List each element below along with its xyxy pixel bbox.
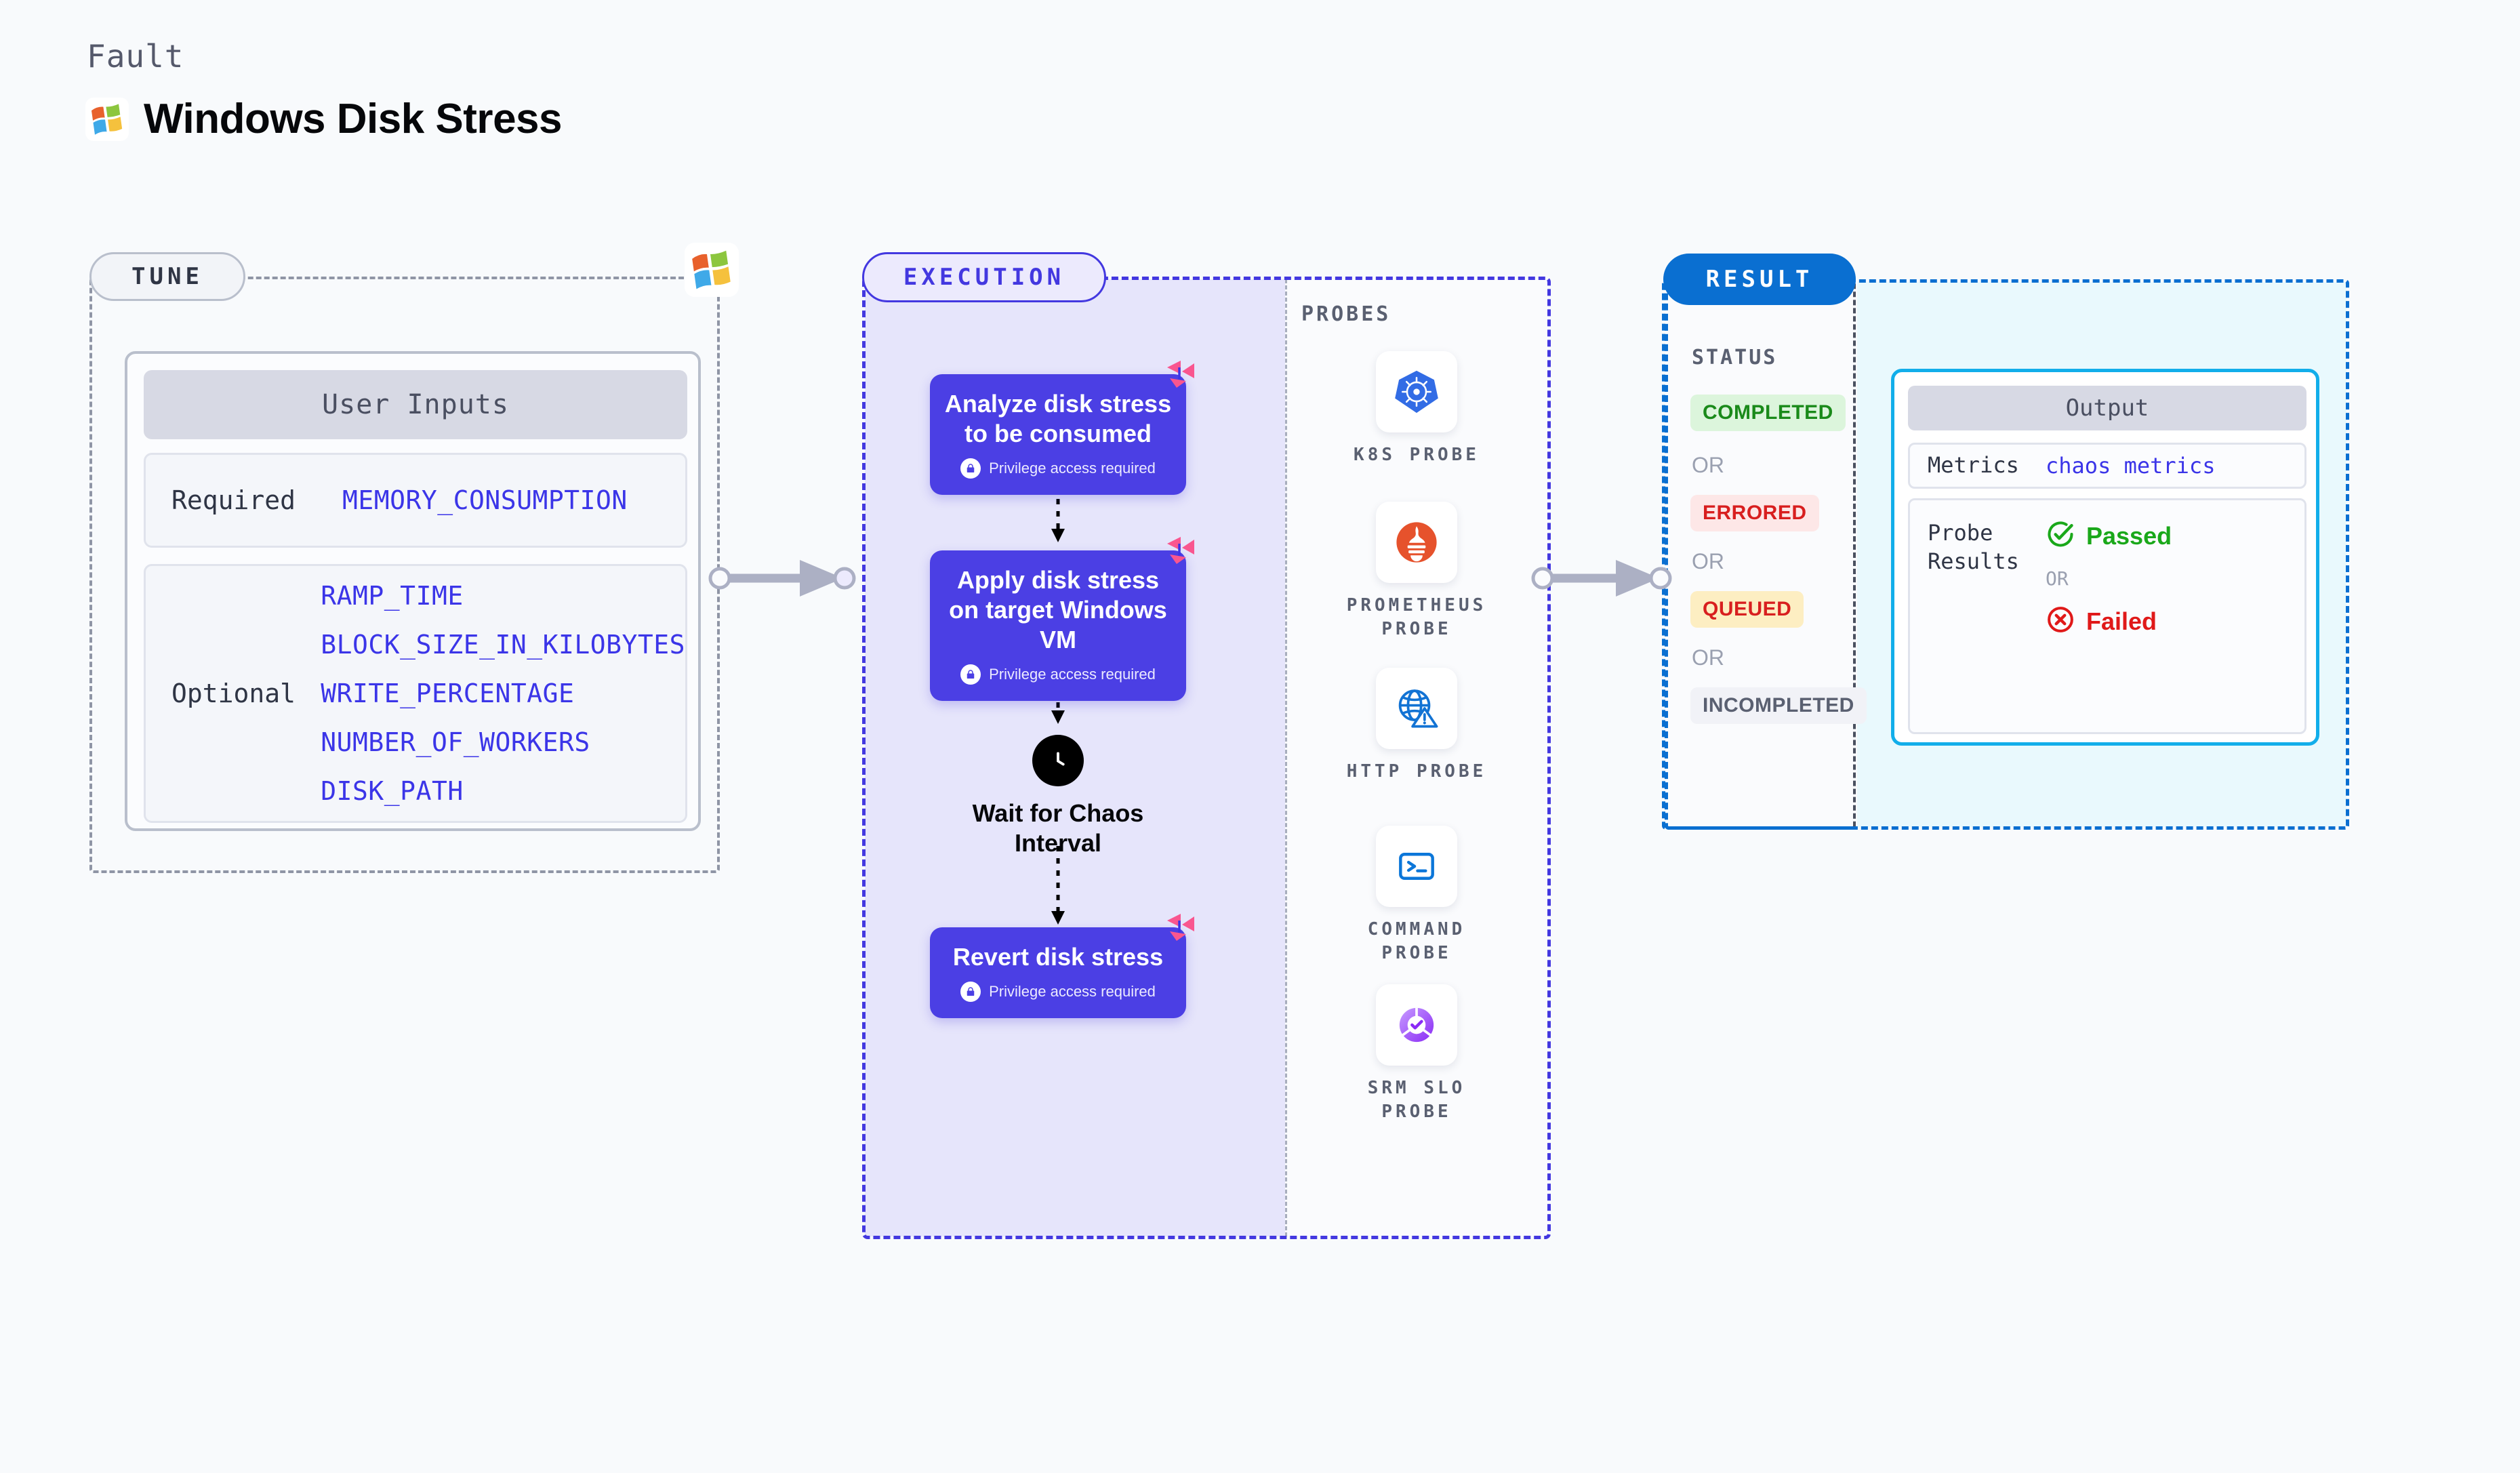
step-privilege-note: Privilege access required: [943, 664, 1173, 685]
required-values: MEMORY_CONSUMPTION: [342, 485, 628, 515]
lock-icon: [960, 981, 981, 1002]
probe-srm-slo[interactable]: SRM SLO PROBE: [1328, 984, 1505, 1124]
param-disk-path[interactable]: DISK_PATH: [321, 776, 464, 806]
user-inputs-title: User Inputs: [144, 370, 687, 439]
probe-command[interactable]: COMMAND PROBE: [1328, 826, 1505, 965]
probe-prometheus[interactable]: PROMETHEUS PROBE: [1328, 502, 1505, 641]
user-inputs-card: User Inputs Required MEMORY_CONSUMPTION …: [125, 351, 701, 831]
wait-label: Wait for Chaos Interval: [972, 799, 1144, 857]
status-or-1: OR: [1692, 453, 1724, 477]
http-globe-alert-icon: [1376, 668, 1457, 749]
status-badge-incompleted: INCOMPLETED: [1690, 687, 1867, 724]
clock-icon: [1032, 735, 1084, 786]
probe-label: K8S PROBE: [1354, 445, 1480, 465]
litmus-chaos-icon: [1163, 910, 1198, 948]
status-label: STATUS: [1692, 346, 1778, 369]
execution-section: [862, 277, 1551, 1239]
output-row-metrics: Metrics chaos metrics: [1908, 443, 2306, 489]
status-or-2: OR: [1692, 549, 1724, 573]
srm-slo-icon: [1376, 984, 1457, 1066]
probe-results-values: Passed OR Failed: [2046, 519, 2172, 638]
probes-label: PROBES: [1301, 302, 1391, 326]
result-section: [1662, 279, 2349, 830]
step-note-text: Privilege access required: [989, 665, 1156, 683]
metrics-key: Metrics: [1928, 452, 2019, 479]
page-kicker: Fault: [87, 38, 184, 75]
status-badge-queued: QUEUED: [1690, 591, 1804, 628]
step-privilege-note: Privilege access required: [943, 981, 1173, 1002]
probe-label: SRM SLO PROBE: [1367, 1078, 1466, 1123]
optional-label: Optional: [171, 679, 296, 708]
param-number-of-workers[interactable]: NUMBER_OF_WORKERS: [321, 727, 590, 757]
step-privilege-note: Privilege access required: [943, 458, 1173, 479]
lock-icon: [960, 664, 981, 685]
probe-k8s[interactable]: K8S PROBE: [1328, 351, 1505, 467]
execution-pill: EXECUTION: [862, 252, 1106, 302]
probe-results-key: Probe Results: [1928, 520, 2019, 574]
probe-http[interactable]: HTTP PROBE: [1328, 668, 1505, 784]
metrics-value[interactable]: chaos metrics: [2046, 453, 2216, 479]
x-circle-icon: [2046, 605, 2075, 638]
param-memory-consumption[interactable]: MEMORY_CONSUMPTION: [342, 485, 628, 515]
terminal-icon: [1376, 826, 1457, 907]
check-circle-icon: [2046, 519, 2075, 552]
param-ramp-time[interactable]: RAMP_TIME: [321, 581, 464, 611]
lock-icon: [960, 458, 981, 479]
prometheus-icon: [1376, 502, 1457, 583]
tune-pill: TUNE: [89, 252, 245, 301]
tune-windows-logo-icon: [685, 243, 739, 300]
probe-label: PROMETHEUS PROBE: [1346, 595, 1487, 640]
optional-values: RAMP_TIME BLOCK_SIZE_IN_KILOBYTES WRITE_…: [321, 581, 685, 806]
step-title: Analyze disk stress to be consumed: [944, 390, 1172, 447]
step-note-text: Privilege access required: [989, 982, 1156, 1000]
probe-result-or: OR: [2046, 567, 2069, 590]
required-params-group: Required MEMORY_CONSUMPTION: [144, 453, 687, 548]
failed-label: Failed: [2086, 607, 2157, 635]
probe-result-passed: Passed: [2046, 519, 2172, 552]
step-title: Apply disk stress on target Windows VM: [949, 566, 1167, 653]
param-write-percentage[interactable]: WRITE_PERCENTAGE: [321, 679, 575, 708]
probes-panel: [1285, 279, 1548, 1236]
probe-label: COMMAND PROBE: [1367, 919, 1466, 964]
connector-tune-to-execution: [708, 560, 856, 597]
arrow-step2-to-wait: [1051, 666, 1065, 724]
execution-step-analyze[interactable]: Analyze disk stress to be consumed Privi…: [930, 361, 1194, 495]
arrow-step1-to-step2: [1051, 487, 1065, 542]
required-label: Required: [171, 485, 296, 515]
page-title: Windows Disk Stress: [144, 96, 563, 142]
output-card: Output Metrics chaos metrics Probe Resul…: [1891, 369, 2319, 746]
page-title-row: Windows Disk Stress: [85, 95, 563, 143]
status-or-3: OR: [1692, 645, 1724, 670]
passed-label: Passed: [2086, 521, 2172, 550]
step-title: Revert disk stress: [952, 943, 1164, 971]
execution-step-apply[interactable]: Apply disk stress on target Windows VM P…: [930, 537, 1194, 701]
step-note-text: Privilege access required: [989, 459, 1156, 477]
probe-result-failed: Failed: [2046, 605, 2172, 638]
windows-logo-icon: [85, 97, 129, 141]
output-row-probe-results: Probe Results Passed OR: [1908, 498, 2306, 734]
status-badge-completed: COMPLETED: [1690, 395, 1846, 431]
optional-params-group: Optional RAMP_TIME BLOCK_SIZE_IN_KILOBYT…: [144, 564, 687, 823]
litmus-chaos-icon: [1163, 357, 1198, 395]
param-block-size-in-kilobytes[interactable]: BLOCK_SIZE_IN_KILOBYTES: [321, 630, 685, 660]
connector-execution-to-result: [1531, 560, 1672, 597]
wait-for-chaos-interval: Wait for Chaos Interval: [930, 735, 1186, 858]
result-pill: RESULT: [1663, 254, 1856, 305]
kubernetes-icon: [1376, 351, 1457, 432]
litmus-chaos-icon: [1163, 533, 1198, 571]
arrow-wait-to-revert: [1051, 846, 1065, 925]
status-badge-errored: ERRORED: [1690, 495, 1819, 531]
output-title: Output: [1908, 386, 2306, 430]
execution-step-revert[interactable]: Revert disk stress Privilege access requ…: [930, 914, 1194, 1018]
probe-label: HTTP PROBE: [1346, 761, 1487, 782]
